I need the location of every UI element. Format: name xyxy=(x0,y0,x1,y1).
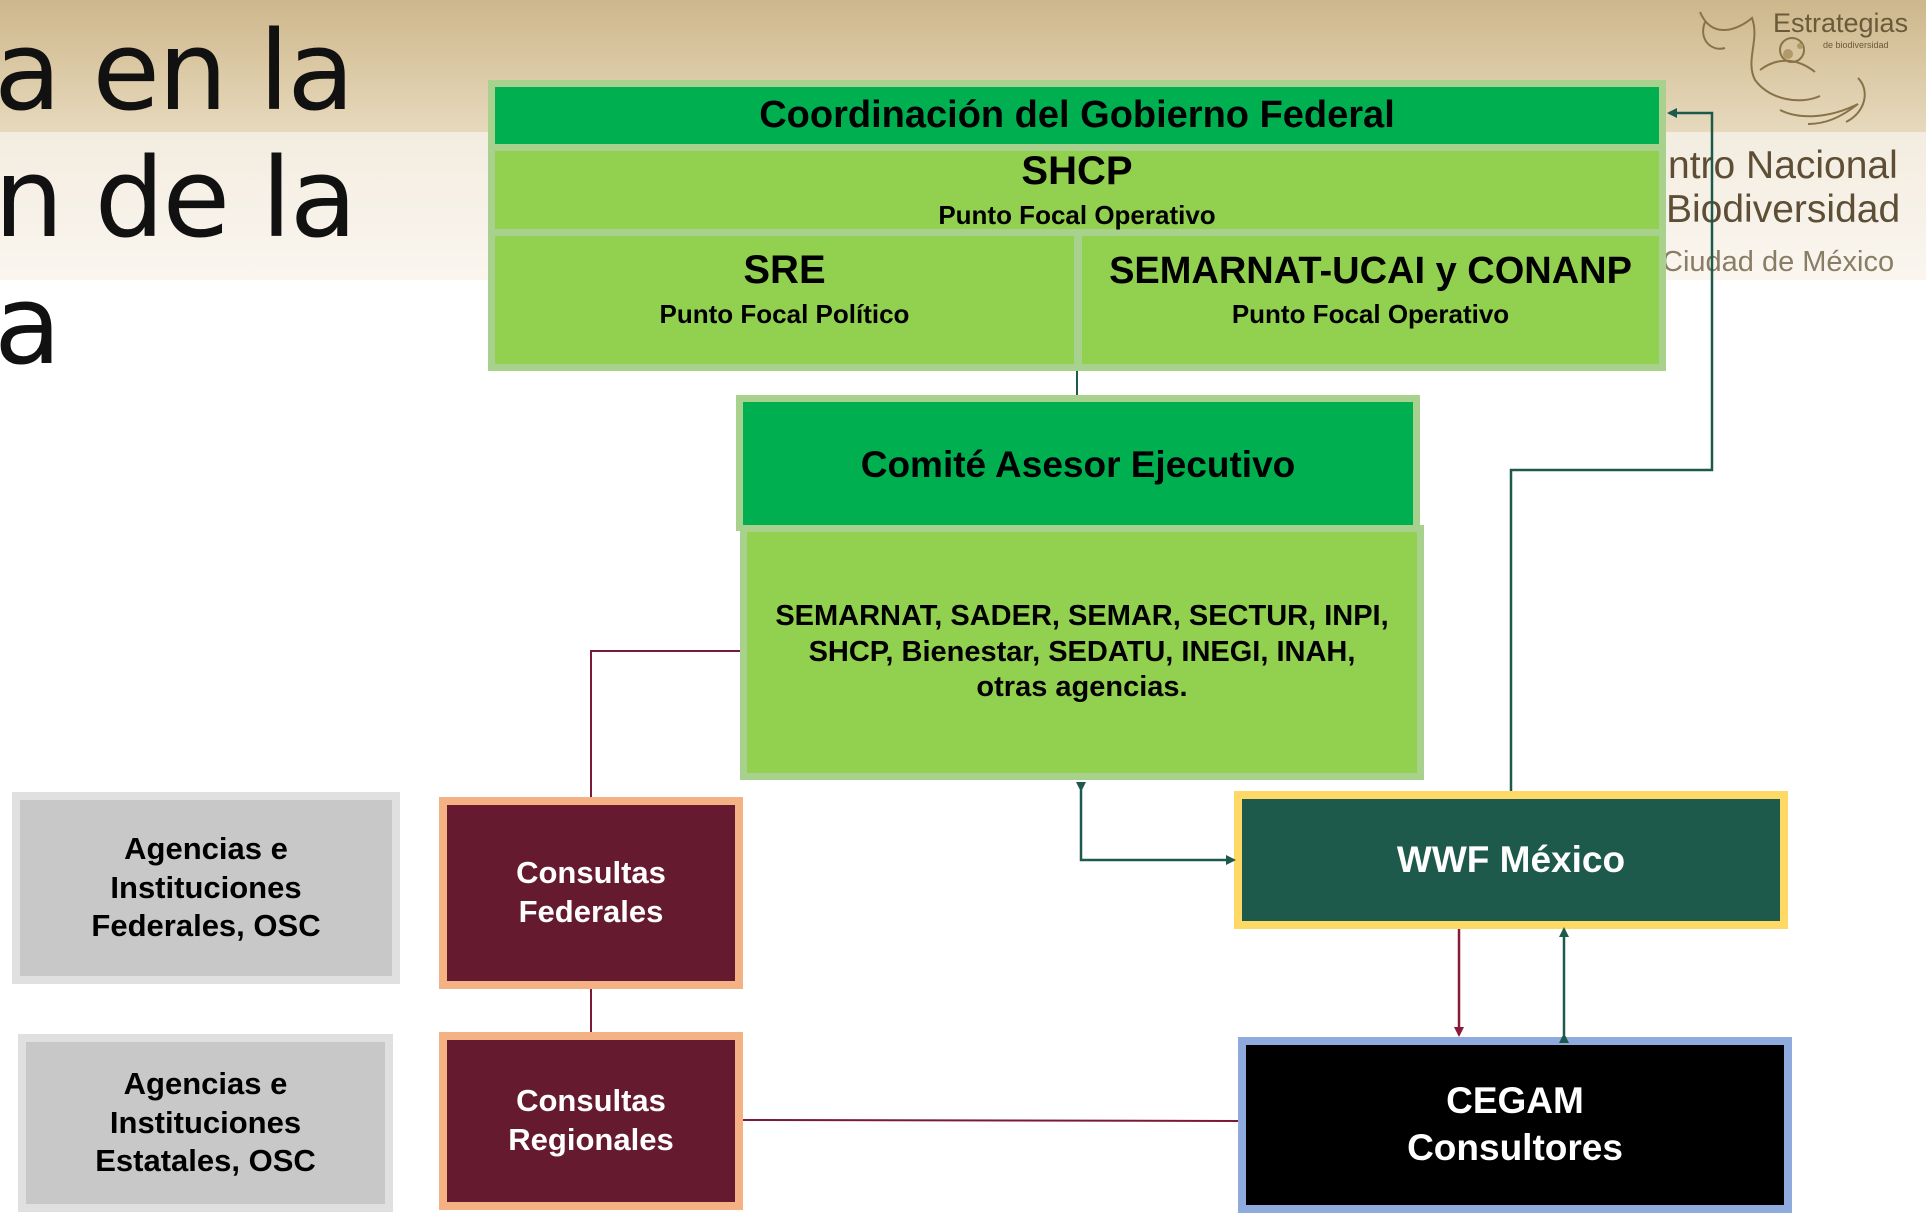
semarnat-title: SEMARNAT-UCAI y CONANP xyxy=(1109,250,1632,292)
comite-header-label: Comité Asesor Ejecutivo xyxy=(860,443,1296,485)
comite-header: Comité Asesor Ejecutivo xyxy=(736,395,1420,531)
agencias-estatales-line: Estatales, OSC xyxy=(95,1143,316,1179)
consultas-regionales-line: Regionales xyxy=(508,1122,674,1157)
agencias-estatales-box: Agencias e Instituciones Estatales, OSC xyxy=(18,1034,393,1212)
sre-box: SRE Punto Focal Político xyxy=(488,236,1078,371)
wwf-label: WWF México xyxy=(1396,838,1626,880)
comite-members-line: SHCP, Bienestar, SEDATU, INEGI, INAH, xyxy=(808,635,1356,668)
cegam-line: Consultores xyxy=(1407,1127,1623,1168)
shcp-box: SHCP Punto Focal Operativo xyxy=(488,144,1666,236)
logo-subtext: de biodiversidad xyxy=(1823,40,1889,50)
org-name-line-1: ntro Nacional xyxy=(1668,144,1898,187)
wwf-box: WWF México xyxy=(1234,791,1788,929)
slide-title-line-3: a xyxy=(0,261,61,389)
comite-members-line: SEMARNAT, SADER, SEMAR, SECTUR, INPI, xyxy=(775,600,1389,633)
org-location: Ciudad de México xyxy=(1662,246,1895,278)
coordination-header-label: Coordinación del Gobierno Federal xyxy=(759,94,1395,136)
org-name-line-2: Biodiversidad xyxy=(1666,188,1901,231)
consultas-federales-line: Federales xyxy=(518,894,664,929)
shcp-title: SHCP xyxy=(1021,149,1133,193)
comite-members-box: SEMARNAT, SADER, SEMAR, SECTUR, INPI, SH… xyxy=(740,525,1424,780)
agencias-estatales-line: Agencias e xyxy=(123,1065,288,1101)
sre-title: SRE xyxy=(743,248,826,292)
consultas-regionales-box: Consultas Regionales xyxy=(439,1032,743,1210)
agencias-federales-line: Instituciones xyxy=(110,869,302,905)
shcp-subtitle: Punto Focal Operativo xyxy=(938,200,1216,230)
consultas-regionales-line: Consultas xyxy=(516,1083,666,1119)
logo-text: Estrategias xyxy=(1773,8,1909,38)
arrow-comite-wwf xyxy=(1076,782,1236,865)
connector-regionales-cegam xyxy=(742,1119,1239,1122)
consultas-federales-box: Consultas Federales xyxy=(439,797,743,989)
slide-title-line-1: a en la xyxy=(0,7,355,135)
connector-comite-consultas xyxy=(590,650,740,797)
cegam-line: CEGAM xyxy=(1446,1080,1584,1122)
comite-members-line: otras agencias. xyxy=(976,671,1188,704)
agencias-federales-box: Agencias e Instituciones Federales, OSC xyxy=(12,792,400,984)
cegam-box: CEGAM Consultores xyxy=(1238,1037,1792,1213)
sre-subtitle: Punto Focal Político xyxy=(659,299,910,329)
semarnat-box: SEMARNAT-UCAI y CONANP Punto Focal Opera… xyxy=(1078,236,1666,371)
agencias-federales-line: Agencias e xyxy=(124,830,288,866)
consultas-federales-line: Consultas xyxy=(516,855,666,891)
semarnat-subtitle: Punto Focal Operativo xyxy=(1231,299,1510,329)
slide-title-line-2: n de la xyxy=(0,134,357,262)
agencias-federales-line: Federales, OSC xyxy=(91,908,321,944)
coordination-header: Coordinación del Gobierno Federal xyxy=(488,80,1666,144)
agencias-estatales-line: Instituciones xyxy=(109,1104,302,1140)
